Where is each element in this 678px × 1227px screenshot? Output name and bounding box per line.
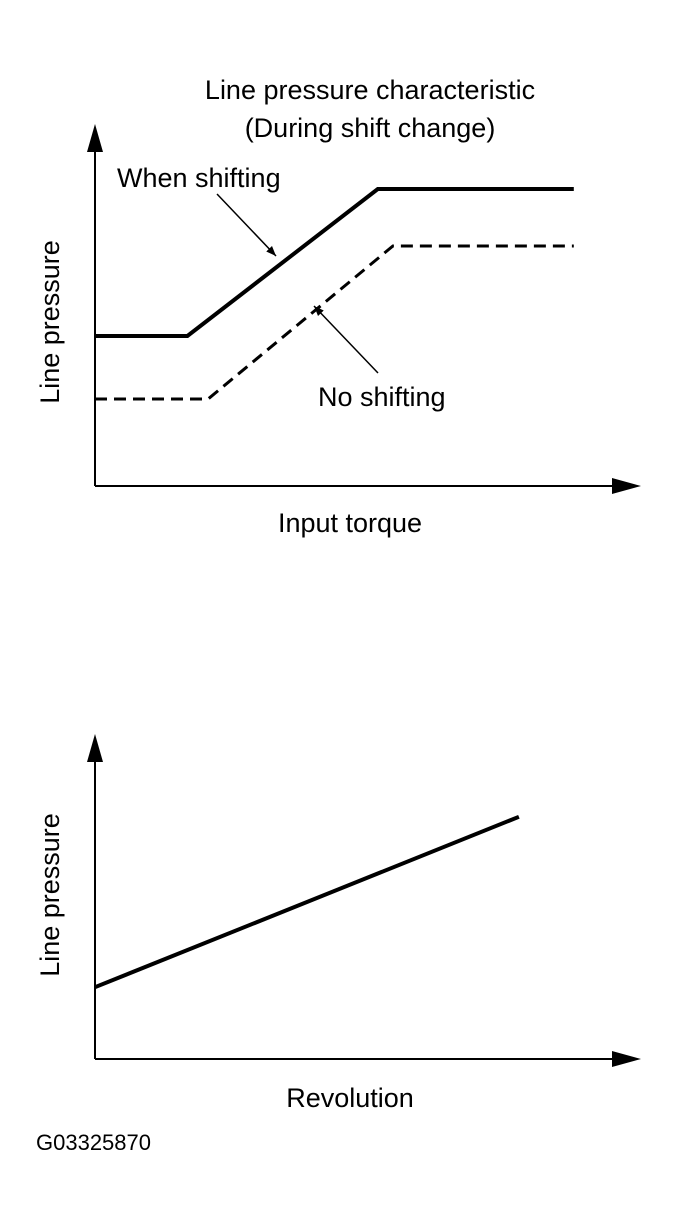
- chart1-x-axis-label: Input torque: [278, 508, 422, 538]
- figure-id: G03325870: [36, 1130, 151, 1155]
- chart1-x-axis-arrow: [612, 478, 641, 494]
- chart1-subtitle: (During shift change): [245, 113, 496, 143]
- no-shifting-label: No shifting: [318, 382, 446, 412]
- line-pressure-line: [94, 814, 520, 990]
- chart1-y-axis-arrow: [87, 124, 103, 152]
- when-shifting-line: [95, 187, 574, 338]
- chart2-y-axis-arrow: [87, 734, 103, 762]
- line-pressure-vs-input-torque-chart: Line pressure characteristic (During shi…: [35, 75, 641, 538]
- chart2-x-axis-label: Revolution: [286, 1083, 414, 1113]
- line-pressure-vs-revolution-chart: Line pressure Revolution: [35, 734, 641, 1113]
- chart1-y-axis-label: Line pressure: [35, 240, 65, 404]
- no-shifting-leader-arrow: [313, 305, 379, 374]
- when-shifting-label: When shifting: [117, 163, 281, 193]
- when-shifting-leader-arrow: [216, 193, 277, 257]
- chart1-title: Line pressure characteristic: [205, 75, 535, 105]
- no-shifting-line: [95, 244, 574, 401]
- chart2-x-axis-arrow: [612, 1051, 641, 1067]
- chart2-y-axis-label: Line pressure: [35, 813, 65, 977]
